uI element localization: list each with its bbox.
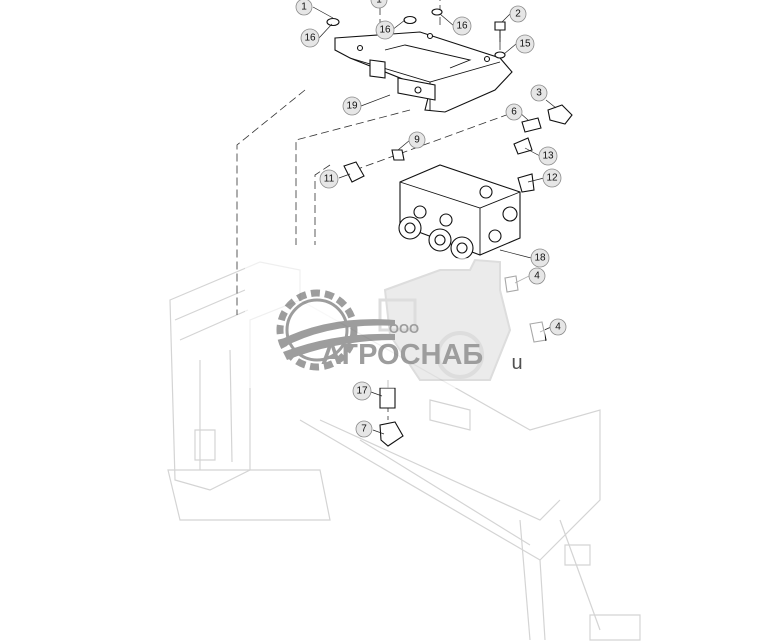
svg-text:11: 11 [324, 174, 335, 185]
callout-1b: 1 [370, 0, 388, 9]
brand-watermark: ООО АГРОСНАБ u [245, 258, 545, 388]
svg-text:3: 3 [536, 88, 542, 99]
callout-3: 3 [530, 84, 548, 102]
svg-text:16: 16 [456, 21, 468, 32]
callout-15: 15 [515, 34, 535, 54]
callout-17: 17 [352, 381, 372, 401]
svg-text:4: 4 [534, 271, 540, 282]
callout-16b: 16 [452, 16, 472, 36]
svg-text:1: 1 [376, 0, 382, 6]
callout-18: 18 [530, 248, 550, 268]
gear-logo-icon [276, 289, 395, 371]
watermark-brand-text: АГРОСНАБ [321, 339, 484, 371]
svg-text:13: 13 [542, 151, 554, 162]
svg-text:9: 9 [414, 135, 420, 146]
watermark-small-text: ООО [389, 321, 419, 336]
callout-group: 1 1 16 16 16 2 15 19 3 6 9 13 12 11 18 4… [295, 0, 567, 438]
svg-text:17: 17 [356, 386, 368, 397]
svg-text:16: 16 [304, 33, 316, 44]
svg-text:1: 1 [301, 2, 307, 13]
svg-text:6: 6 [511, 107, 517, 118]
svg-text:18: 18 [534, 253, 546, 264]
callout-2: 2 [509, 5, 527, 23]
callout-16c: 16 [300, 28, 320, 48]
callout-4a: 4 [528, 267, 546, 285]
callout-13: 13 [538, 146, 558, 166]
callout-1a: 1 [295, 0, 313, 16]
callout-19: 19 [342, 96, 362, 116]
svg-text:2: 2 [515, 9, 521, 20]
mounting-bracket [334, 31, 513, 113]
harvester-logo-icon [378, 258, 512, 381]
callout-7: 7 [355, 420, 373, 438]
svg-text:12: 12 [546, 173, 558, 184]
valve-block [398, 164, 521, 260]
callout-6: 6 [505, 103, 523, 121]
callout-11: 11 [319, 169, 339, 189]
svg-text:19: 19 [346, 101, 358, 112]
watermark-stray-text: u [511, 352, 522, 374]
svg-text:16: 16 [379, 25, 391, 36]
callout-12: 12 [542, 168, 562, 188]
svg-text:15: 15 [519, 39, 531, 50]
callout-9: 9 [408, 131, 426, 149]
svg-text:7: 7 [361, 424, 367, 435]
callout-4b: 4 [549, 318, 567, 336]
fasteners-top [326, 8, 506, 59]
machine-frame [167, 261, 641, 641]
svg-text:4: 4 [555, 322, 561, 333]
callout-16a: 16 [375, 20, 395, 40]
